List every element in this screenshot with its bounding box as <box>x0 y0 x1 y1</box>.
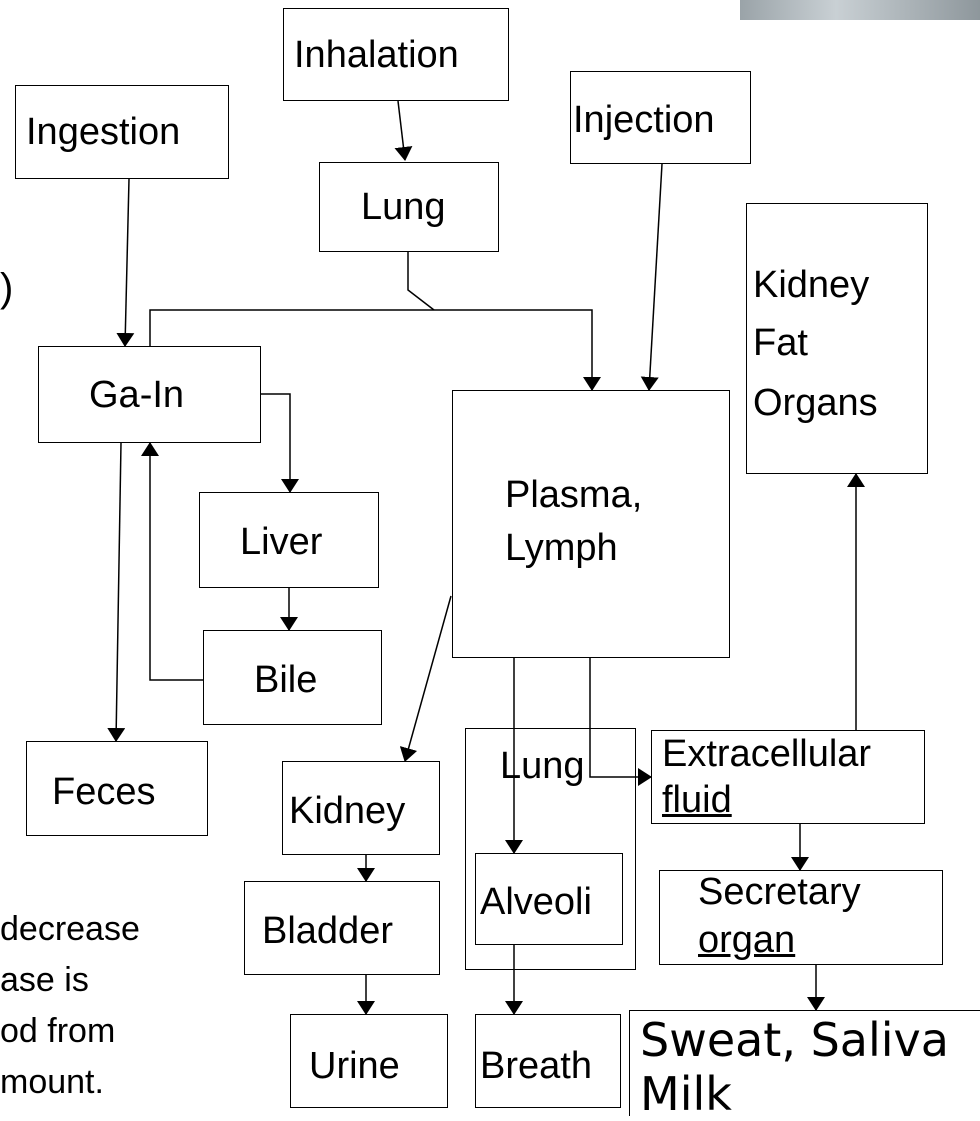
extracellular-line-2: fluid <box>662 781 732 819</box>
extracellular-line-1: Extracellular <box>662 735 871 773</box>
node-bladder: Bladder <box>244 881 440 975</box>
node-urine-label: Urine <box>309 1047 400 1085</box>
node-ga-in: Ga-In <box>38 346 261 443</box>
node-inhalation: Inhalation <box>283 8 509 101</box>
node-kidney: Kidney <box>282 761 440 855</box>
sweat-line-1: Sweat, Saliva <box>640 1017 949 1063</box>
kidney-fat-organs-line-3: Organs <box>753 384 878 422</box>
edge-gain-liver <box>261 394 290 492</box>
edge-plasma-kidney <box>405 596 451 761</box>
node-inhalation-label: Inhalation <box>294 36 459 74</box>
edge-ingestion-gain <box>125 179 129 346</box>
secretary-line-2: organ <box>698 921 795 959</box>
node-sweat-saliva-milk: Sweat, Saliva Milk <box>629 1010 980 1116</box>
node-feces-label: Feces <box>52 773 155 811</box>
kidney-fat-organs-line-2: Fat <box>753 324 808 362</box>
node-injection-label: Injection <box>573 101 715 139</box>
node-secretary-organ: Secretary organ <box>659 870 943 965</box>
node-ga-in-label: Ga-In <box>89 376 184 414</box>
sweat-line-2: Milk <box>640 1071 732 1117</box>
node-ingestion: Ingestion <box>15 85 229 179</box>
bottom-text-fragment-2: ase is <box>0 963 89 999</box>
edge-injection-plasma <box>649 164 662 390</box>
node-bile: Bile <box>203 630 382 725</box>
node-urine: Urine <box>290 1014 448 1108</box>
node-lung-lower-label: Lung <box>500 747 585 785</box>
node-lung-top-label: Lung <box>361 188 446 226</box>
edge-split-gain <box>150 310 434 346</box>
node-lung-top: Lung <box>319 162 499 252</box>
node-alveoli-label: Alveoli <box>480 883 592 921</box>
edge-inhalation-lung <box>398 101 405 160</box>
plasma-lymph-line-1: Plasma, <box>505 476 642 514</box>
plasma-lymph-line-2: Lymph <box>505 529 618 567</box>
edge-split-plasma <box>434 310 592 390</box>
kidney-fat-organs-line-1: Kidney <box>753 266 869 304</box>
node-breath: Breath <box>475 1014 621 1108</box>
node-kidney-fat-organs: Kidney Fat Organs <box>746 203 928 474</box>
node-liver-label: Liver <box>240 523 322 561</box>
node-ingestion-label: Ingestion <box>26 113 180 151</box>
node-liver: Liver <box>199 492 379 588</box>
node-alveoli: Alveoli <box>475 853 623 945</box>
node-injection: Injection <box>570 71 751 164</box>
node-extracellular-fluid: Extracellular fluid <box>651 730 925 824</box>
node-bladder-label: Bladder <box>262 912 393 950</box>
node-kidney-label: Kidney <box>289 792 405 830</box>
secretary-line-1: Secretary <box>698 873 861 911</box>
bottom-text-fragment-4: mount. <box>0 1065 104 1101</box>
node-bile-label: Bile <box>254 661 317 699</box>
edge-bile-gain <box>150 443 203 680</box>
bottom-text-fragment-1: decrease <box>0 912 140 948</box>
node-plasma-lymph: Plasma, Lymph <box>452 390 730 658</box>
edge-lung-split <box>408 252 434 310</box>
bottom-text-fragment-3: od from <box>0 1014 115 1050</box>
left-paren-fragment: ) <box>0 267 13 309</box>
edge-gain-feces <box>116 443 121 741</box>
node-feces: Feces <box>26 741 208 836</box>
node-breath-label: Breath <box>480 1047 592 1085</box>
